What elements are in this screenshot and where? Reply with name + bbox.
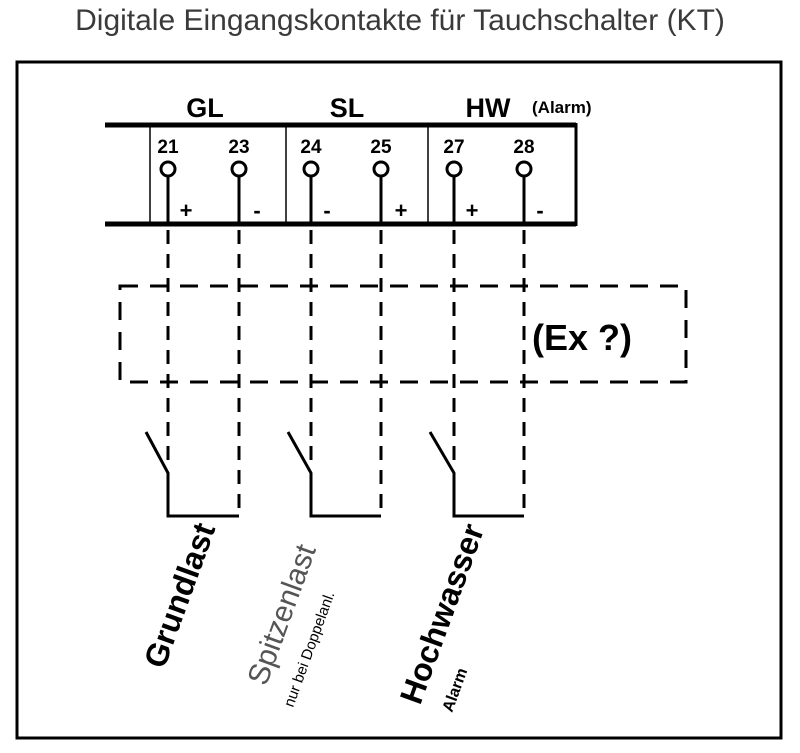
switch-hochwasser-icon	[428, 431, 524, 518]
terminal-screw-icon	[372, 160, 390, 178]
terminal-screw-icon	[515, 160, 533, 178]
terminal-number: 23	[228, 137, 249, 158]
polarity-sign: +	[395, 198, 408, 223]
terminal-block	[105, 122, 578, 227]
terminal-screw-icon	[230, 160, 248, 178]
terminal-screw-icon	[159, 160, 177, 178]
polarity-sign: +	[466, 198, 479, 223]
terminal-number: 28	[513, 137, 534, 158]
group-label-hw: HW	[466, 93, 511, 123]
switch-grundlast-icon	[144, 431, 239, 518]
polarity-sign: +	[180, 198, 193, 223]
terminal-leads	[166, 176, 526, 224]
polarity-sign: -	[253, 198, 260, 223]
diagram-title: Digitale Eingangskontakte für Tauchschal…	[75, 4, 725, 37]
group-note-alarm: (Alarm)	[532, 98, 592, 117]
terminal-screw-icon	[445, 160, 463, 178]
switch-sublabel-hochwasser: Alarm	[440, 666, 471, 714]
terminal-number: 24	[300, 137, 322, 158]
ex-zone-box	[118, 284, 688, 384]
switch-label-hochwasser: Hochwasser	[393, 519, 491, 708]
terminal-number: 25	[370, 137, 392, 158]
group-label-sl: SL	[330, 93, 365, 123]
ex-zone-label: (Ex ?)	[532, 317, 632, 358]
outer-frame	[15, 60, 783, 740]
polarity-sign: -	[536, 198, 543, 223]
group-label-gl: GL	[186, 93, 224, 123]
switch-label-grundlast: Grundlast	[137, 518, 223, 673]
terminal-screw-icon	[302, 160, 320, 178]
switch-spitzenlast-icon	[286, 431, 381, 518]
terminal-number: 27	[443, 137, 464, 158]
terminal-number: 21	[157, 137, 179, 158]
polarity-sign: -	[323, 198, 330, 223]
dashed-wiring	[166, 230, 526, 515]
